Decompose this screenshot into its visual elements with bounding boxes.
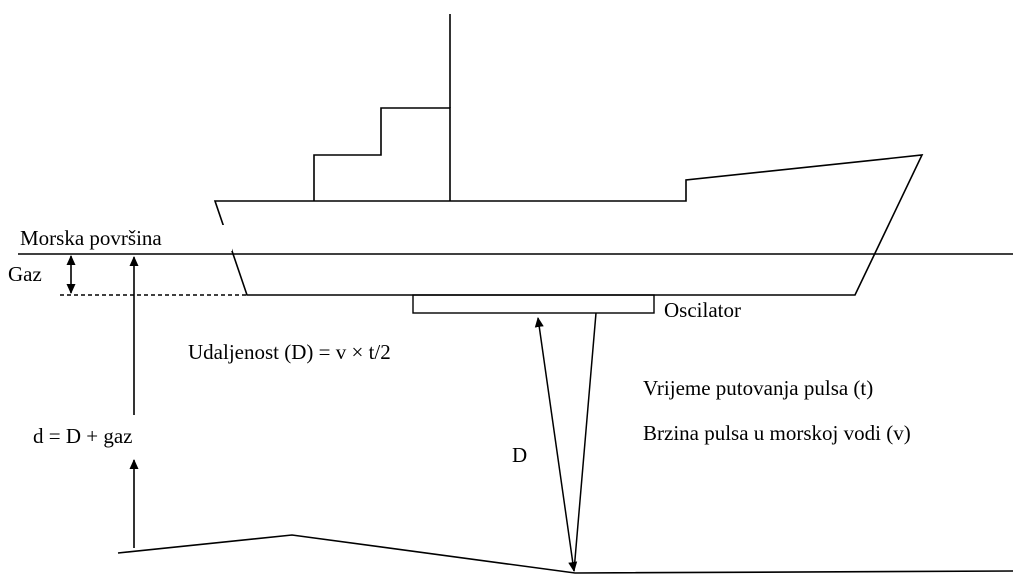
sea-floor-line [117, 534, 1014, 574]
sonar-beam-line [573, 312, 597, 572]
oscillator-label: Oscilator [664, 298, 741, 322]
oscillator-box [412, 294, 655, 314]
travel-time-label: Vrijeme putovanja pulsa (t) [643, 376, 873, 400]
depth-formula-label: d = D + gaz [33, 424, 133, 448]
ship-superstructure [313, 107, 451, 201]
sea-surface-label-bg [19, 225, 232, 251]
draft-label: Gaz [8, 262, 42, 286]
distance-formula-label: Udaljenost (D) = v × t/2 [188, 340, 391, 364]
sonar-beam-arrow [534, 317, 578, 572]
pulse-speed-label: Brzina pulsa u morskoj vodi (v) [643, 421, 911, 445]
distance-D-label: D [512, 443, 527, 467]
sea-surface-label: Morska površina [20, 226, 162, 250]
ship-hull [213, 154, 924, 296]
